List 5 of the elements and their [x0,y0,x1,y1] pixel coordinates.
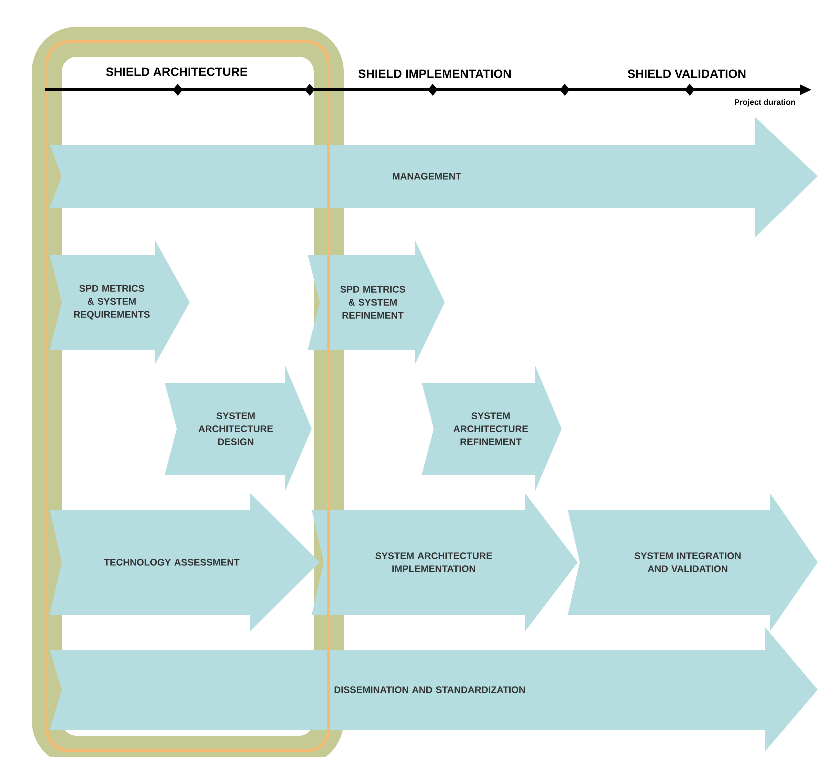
phase-title: SHIELD VALIDATION [628,70,746,78]
phase-title: SHIELD IMPLEMENTATION [358,70,511,78]
axis-label: Project duration [735,99,796,107]
node-label: SYSTEM ARCHITECTURE IMPLEMENTATION [376,552,492,572]
phase-title: SHIELD ARCHITECTURE [106,68,248,76]
